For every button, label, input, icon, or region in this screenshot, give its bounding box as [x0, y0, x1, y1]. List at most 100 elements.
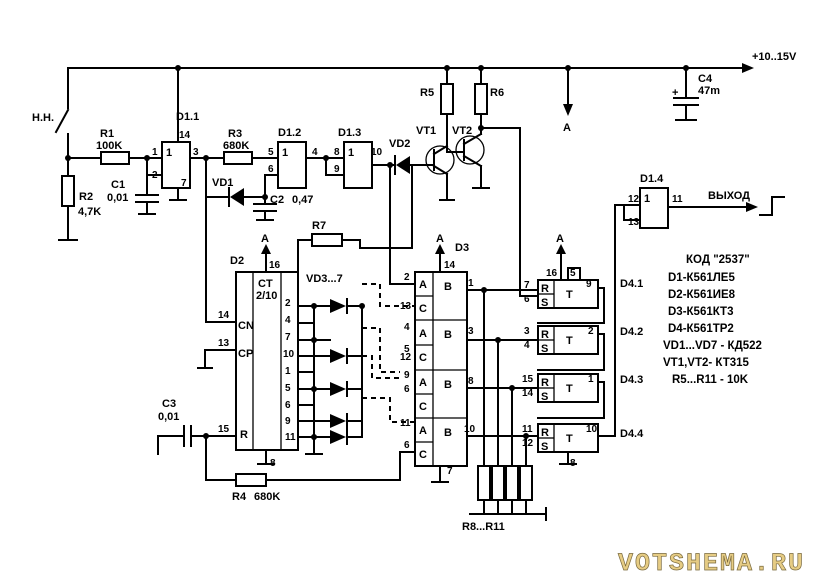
svg-text:11: 11 [285, 432, 296, 443]
svg-text:R: R [541, 283, 549, 295]
power-bus: +10..15V A [67, 51, 797, 134]
svg-text:16: 16 [269, 260, 281, 271]
svg-text:CT: CT [258, 278, 273, 290]
svg-text:2: 2 [285, 298, 291, 309]
resistor-r4: R4 680K [232, 473, 280, 503]
svg-text:S: S [541, 297, 548, 309]
svg-text:14: 14 [179, 130, 191, 141]
counter-outputs: VD3...7 2 4 7 10 1 5 6 9 11 [283, 273, 343, 455]
gate-d1-2: 1 D1.2 5 6 4 [268, 127, 318, 189]
bus-a-label: A [563, 122, 571, 134]
svg-text:R6: R6 [490, 87, 504, 99]
legend-line: R5...R11 - 10K [672, 374, 749, 386]
svg-text:A: A [419, 328, 427, 340]
svg-text:6: 6 [404, 440, 410, 451]
svg-text:C: C [419, 449, 427, 461]
svg-text:3: 3 [524, 326, 530, 337]
svg-text:15: 15 [522, 374, 534, 385]
svg-text:1: 1 [166, 147, 172, 159]
counter-d2-label: D2 [230, 255, 244, 267]
svg-text:R: R [541, 377, 549, 389]
svg-text:B: B [444, 379, 452, 391]
diode-vd7 [330, 429, 363, 445]
svg-text:2/10: 2/10 [256, 290, 277, 302]
svg-text:VD2: VD2 [389, 138, 410, 150]
svg-text:T: T [566, 433, 573, 445]
resistors-r8-r11: R8...R11 [462, 465, 547, 533]
output-label: ВЫХОД [708, 190, 750, 202]
svg-text:16: 16 [546, 268, 558, 279]
svg-text:6: 6 [524, 294, 530, 305]
svg-text:10: 10 [464, 424, 476, 435]
svg-text:6: 6 [285, 400, 291, 411]
code-jumpers [362, 283, 415, 423]
svg-text:T: T [566, 335, 573, 347]
svg-text:2: 2 [588, 326, 594, 337]
svg-text:12: 12 [400, 352, 412, 363]
svg-text:0,01: 0,01 [107, 192, 128, 204]
capacitor-c4: C4 47m + [672, 67, 720, 121]
resistor-r2: R2 4,7K [58, 157, 101, 241]
resistor-r3: R3 680K [223, 128, 253, 165]
svg-text:4,7K: 4,7K [78, 206, 101, 218]
svg-text:VD1: VD1 [212, 177, 233, 189]
svg-text:7: 7 [447, 466, 453, 477]
svg-text:13: 13 [400, 301, 412, 312]
svg-text:13: 13 [218, 338, 230, 349]
svg-text:R2: R2 [79, 191, 93, 203]
svg-text:VD3...7: VD3...7 [306, 273, 343, 285]
svg-text:A: A [261, 233, 269, 245]
svg-text:8: 8 [334, 147, 340, 158]
site-watermark: VOTSHEMA.RU [618, 549, 805, 578]
svg-text:C: C [419, 401, 427, 413]
svg-text:T: T [566, 383, 573, 395]
svg-text:R1: R1 [100, 128, 114, 140]
svg-text:C4: C4 [698, 73, 713, 85]
svg-text:1: 1 [285, 366, 291, 377]
svg-text:1: 1 [152, 147, 158, 158]
svg-text:S: S [541, 441, 548, 453]
svg-text:CP: CP [238, 348, 253, 360]
diode-vd4 [330, 348, 363, 364]
svg-text:T: T [566, 289, 573, 301]
svg-text:D4.2: D4.2 [620, 326, 643, 338]
gate-d1-3: 1 D1.3 8 9 10 [334, 127, 383, 189]
diode-vd6 [330, 413, 363, 429]
legend-line: D3-К561КТ3 [668, 306, 733, 318]
svg-text:1: 1 [282, 147, 288, 159]
component-legend: КОД "2537" D1-К561ЛЕ5 D2-К561ИЕ8 D3-К561… [663, 254, 762, 386]
svg-text:15: 15 [218, 424, 230, 435]
svg-text:47m: 47m [698, 85, 720, 97]
svg-text:C1: C1 [111, 179, 125, 191]
svg-text:S: S [541, 391, 548, 403]
svg-text:9: 9 [404, 370, 410, 381]
svg-text:0,47: 0,47 [292, 194, 313, 206]
svg-text:D4.1: D4.1 [620, 278, 643, 290]
svg-text:680K: 680K [223, 140, 249, 152]
svg-text:D1.2: D1.2 [278, 127, 301, 139]
svg-text:12: 12 [522, 438, 534, 449]
trigger-d4-3: R S T 15 14 1 D4.3 [522, 373, 643, 403]
svg-text:10: 10 [586, 424, 598, 435]
svg-text:R: R [541, 329, 549, 341]
legend-line: D2-К561ИЕ8 [668, 289, 736, 301]
svg-text:A: A [436, 233, 444, 245]
svg-text:R7: R7 [312, 220, 326, 232]
legend-title: КОД "2537" [686, 254, 750, 266]
svg-text:5: 5 [404, 344, 410, 355]
svg-text:C: C [419, 303, 427, 315]
svg-text:CN: CN [238, 320, 254, 332]
resistor-r6: R6 [474, 67, 504, 135]
svg-text:VT2: VT2 [452, 125, 472, 137]
svg-text:1: 1 [588, 374, 594, 385]
svg-text:1: 1 [644, 193, 650, 205]
svg-text:B: B [444, 281, 452, 293]
svg-text:A: A [419, 279, 427, 291]
svg-text:13: 13 [628, 217, 640, 228]
resistor-r1: R1 100K [96, 128, 130, 165]
svg-text:10: 10 [283, 349, 295, 360]
svg-text:D1.3: D1.3 [338, 127, 361, 139]
capacitor-c2: C2 0,47 [253, 194, 313, 221]
legend-line: VT1,VT2- КТ315 [663, 357, 750, 369]
